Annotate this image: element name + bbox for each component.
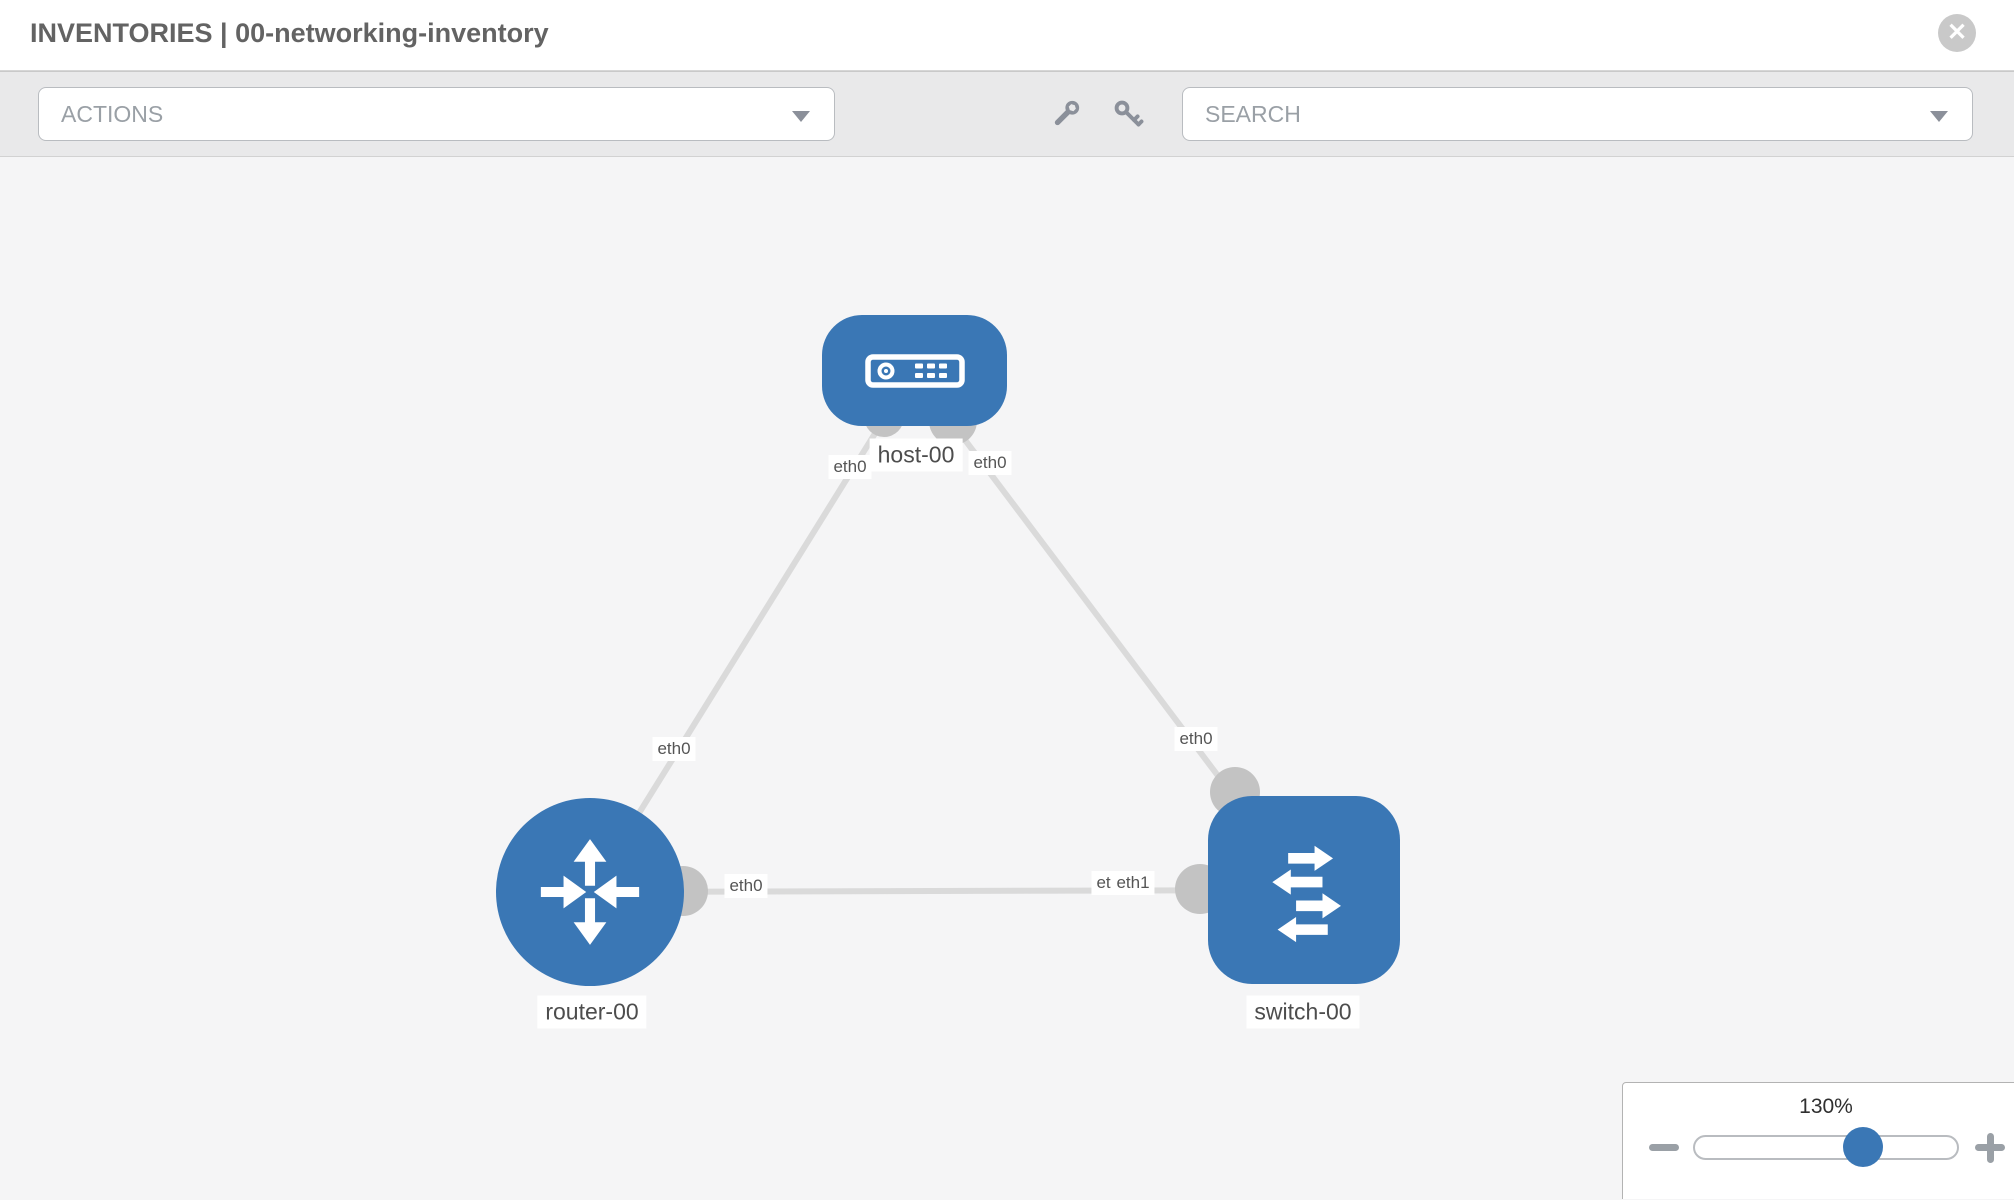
zoom-slider-handle[interactable] [1843,1127,1883,1167]
interface-label: eth0 [724,874,768,898]
node-router-00[interactable] [496,798,684,986]
node-label-host: host-00 [869,438,963,472]
topology-links [587,397,1307,916]
node-switch-00[interactable] [1208,796,1400,984]
key-icon[interactable] [1110,96,1146,132]
interface-label: eth0 [968,451,1012,475]
header: INVENTORIES | 00-networking-inventory ✕ [0,0,2014,71]
chevron-down-icon [792,111,810,122]
toolbar-icons [1048,96,1146,132]
wrench-icon[interactable] [1048,96,1084,132]
search-input[interactable]: SEARCH [1182,87,1973,141]
close-icon[interactable]: ✕ [1938,14,1976,52]
host-icon [864,353,965,388]
interface-label: eth0 [828,455,872,479]
router-icon [540,839,640,945]
actions-dropdown[interactable]: ACTIONS [38,87,835,141]
node-label-router: router-00 [537,995,647,1029]
interface-label: eth0 [652,737,696,761]
interface-label: eth1 [1111,871,1155,895]
zoom-level: 130% [1799,1095,1853,1118]
node-label-switch: switch-00 [1246,995,1360,1029]
topology-canvas[interactable]: host-00 router-00 switch-00 eth0 eth0 et… [0,157,2014,1199]
toolbar: ACTIONS SEARCH [0,71,2014,157]
switch-icon [1272,845,1341,943]
actions-dropdown-label: ACTIONS [61,100,164,127]
zoom-in-icon[interactable] [1975,1132,2005,1163]
page-title: INVENTORIES | 00-networking-inventory [30,18,549,48]
zoom-out-icon[interactable] [1649,1144,1679,1151]
node-host-00[interactable] [822,315,1007,426]
search-placeholder: SEARCH [1205,100,1301,127]
chevron-down-icon [1930,111,1948,122]
zoom-panel: 130% [1622,1082,2014,1199]
zoom-slider-track[interactable] [1693,1135,1959,1160]
interface-label: eth0 [1174,727,1218,751]
